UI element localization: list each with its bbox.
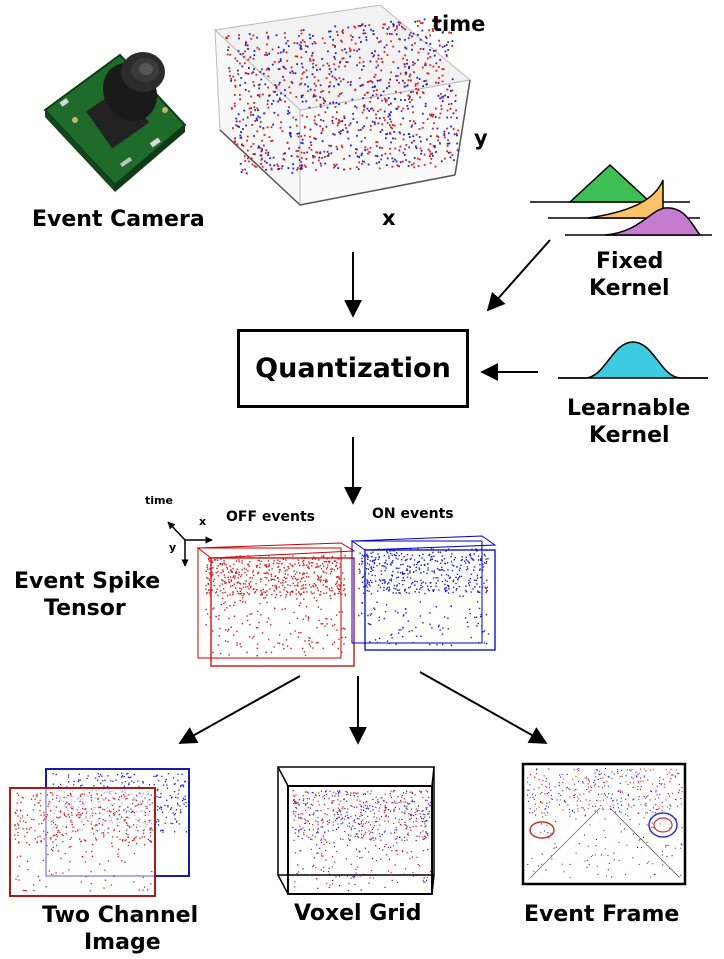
event-camera-label: Event Camera xyxy=(32,207,205,232)
off-events-label: OFF events xyxy=(226,509,316,525)
arrow-to-two-channel xyxy=(178,675,301,744)
learnable-kernel-label-line1: Learnable xyxy=(567,396,691,421)
x-axis-label: x xyxy=(382,206,396,230)
learnable-kernel-icon xyxy=(558,341,708,379)
on-events-label: ON events xyxy=(372,506,454,522)
off-events-volume xyxy=(196,542,356,667)
fixed-kernel-label-line1: Fixed xyxy=(596,249,664,274)
two-channel-image xyxy=(9,768,190,897)
arrow-to-event-frame xyxy=(419,671,548,744)
arrow-fixed-kernel-to-quantization xyxy=(486,239,551,312)
voxel-grid-image xyxy=(277,766,435,895)
event-frame-image xyxy=(521,762,687,886)
small-time-label: time xyxy=(145,494,173,507)
two-channel-label-line2: Image xyxy=(84,930,161,955)
small-axes-icon xyxy=(167,521,213,567)
small-x-label: x xyxy=(199,515,207,528)
time-axis-label: time xyxy=(432,12,486,36)
voxel-grid-label: Voxel Grid xyxy=(294,901,422,926)
event-spike-tensor-label-line1: Event Spike xyxy=(14,569,161,594)
small-y-label: y xyxy=(169,541,177,554)
event-camera-icon xyxy=(43,52,187,192)
fixed-kernel-label-line2: Kernel xyxy=(589,276,670,301)
y-axis-label: y xyxy=(474,126,488,150)
event-frame-label: Event Frame xyxy=(524,902,680,927)
fixed-kernel-icon xyxy=(530,163,712,236)
on-events-volume xyxy=(350,535,497,651)
event-spike-tensor-label-line2: Tensor xyxy=(44,596,126,621)
event-cloud-plot xyxy=(213,4,472,207)
quantization-box: Quantization xyxy=(237,329,469,408)
quantization-label: Quantization xyxy=(255,353,451,384)
two-channel-label-line1: Two Channel xyxy=(42,903,199,928)
learnable-kernel-label-line2: Kernel xyxy=(589,423,670,448)
